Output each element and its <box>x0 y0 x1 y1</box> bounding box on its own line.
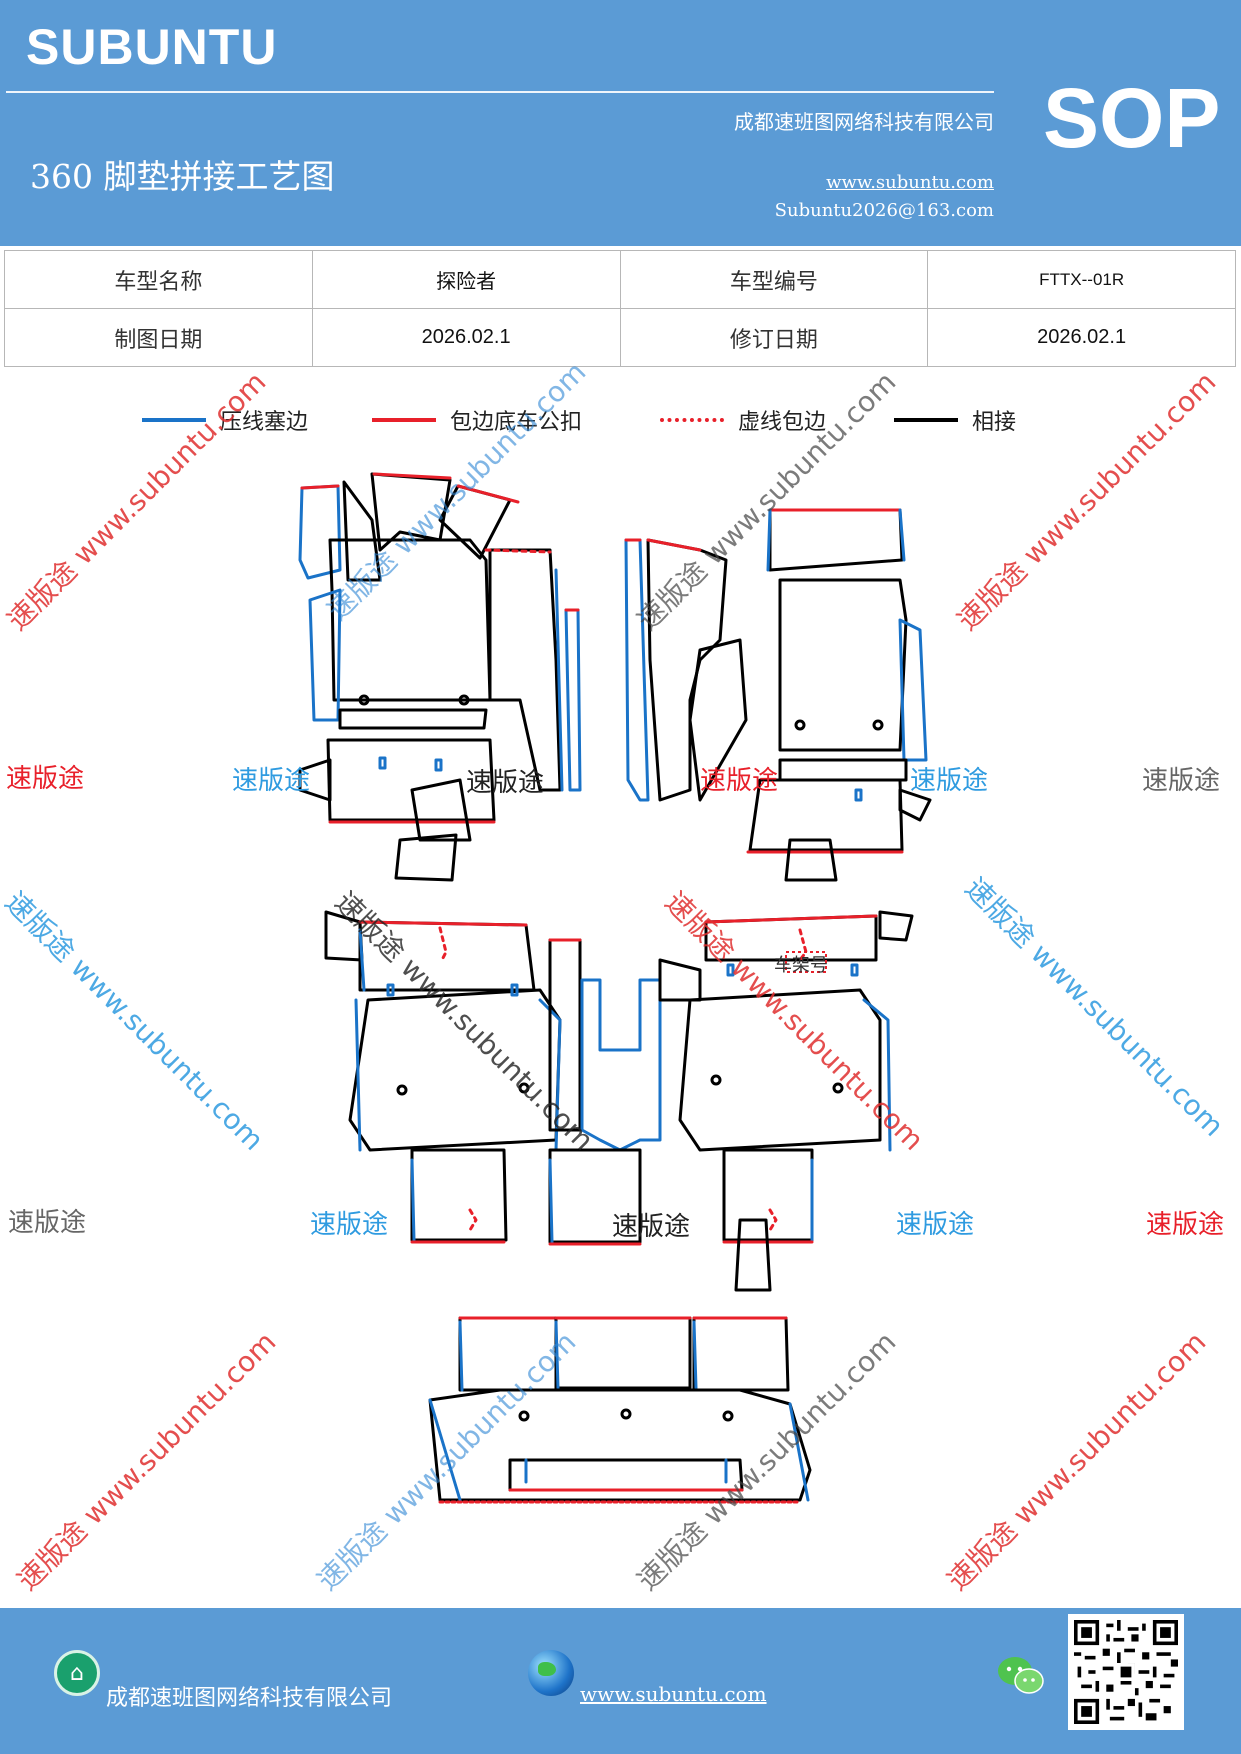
center-tunnel-mat <box>548 938 662 1246</box>
globe-icon <box>528 1650 574 1696</box>
revision-date-value: 2026.02.1 <box>927 308 1236 367</box>
driver-front-mat <box>298 472 582 882</box>
sop-badge: SOP <box>1043 71 1221 165</box>
footer-website-link[interactable]: www.subuntu.com <box>580 1682 767 1706</box>
legend-press-line: 压线塞边 <box>142 400 308 440</box>
header: SUBUNTU 成都速班图网络科技有限公司 360 脚垫拼接工艺图 www.su… <box>0 0 1241 246</box>
model-code-value: FTTX--01R <box>927 250 1236 309</box>
vehicle-info-table: 车型名称 探险者 车型编号 FTTX--01R 制图日期 2026.02.1 修… <box>4 250 1236 367</box>
footer-company: 成都速班图网络科技有限公司 <box>106 1686 393 1711</box>
legend-label: 压线塞边 <box>220 410 309 435</box>
legend-join: 相接 <box>894 400 1016 440</box>
legend-swatch-red <box>372 418 436 422</box>
mat-layout-diagram: 车架号 <box>298 472 932 1504</box>
frame-number-label: 车架号 <box>774 955 828 976</box>
brand-logo: SUBUNTU <box>26 19 278 75</box>
legend-label: 包边底车公扣 <box>450 410 583 435</box>
table-row: 车型名称 探险者 车型编号 FTTX--01R <box>4 250 1236 309</box>
legend-label: 虚线包边 <box>738 410 827 435</box>
legend-hem-buckle: 包边底车公扣 <box>372 400 582 440</box>
header-divider <box>6 91 994 93</box>
home-badge-icon: ⌂ <box>54 1650 100 1696</box>
legend-label: 相接 <box>972 410 1017 435</box>
model-name-label: 车型名称 <box>4 250 313 309</box>
legend-dotted-hem: 虚线包边 <box>660 400 826 440</box>
frame-number-box <box>785 951 827 973</box>
draw-date-label: 制图日期 <box>4 308 313 367</box>
draw-date-value: 2026.02.1 <box>311 308 621 367</box>
page-title: 360 脚垫拼接工艺图 <box>30 157 335 196</box>
legend-swatch-blue <box>142 418 206 422</box>
website-link[interactable]: www.subuntu.com <box>826 172 994 193</box>
qr-code <box>1068 1614 1184 1730</box>
middle-right-mat <box>658 910 914 1292</box>
model-code-label: 车型编号 <box>619 250 929 309</box>
rear-row-mat <box>428 1316 812 1504</box>
email-address[interactable]: Subuntu2026@163.com <box>774 200 994 221</box>
passenger-front-mat <box>624 508 932 882</box>
model-name-value: 探险者 <box>311 250 621 309</box>
legend-swatch-black <box>894 418 958 422</box>
table-row: 制图日期 2026.02.1 修订日期 2026.02.1 <box>4 308 1236 367</box>
footer: ⌂ 成都速班图网络科技有限公司 www.subuntu.com <box>0 1608 1241 1754</box>
wechat-icon[interactable] <box>996 1654 1046 1698</box>
company-name: 成都速班图网络科技有限公司 <box>734 110 994 134</box>
legend-swatch-red-dotted <box>660 418 724 422</box>
middle-left-mat <box>324 910 562 1244</box>
revision-date-label: 修订日期 <box>619 308 929 367</box>
